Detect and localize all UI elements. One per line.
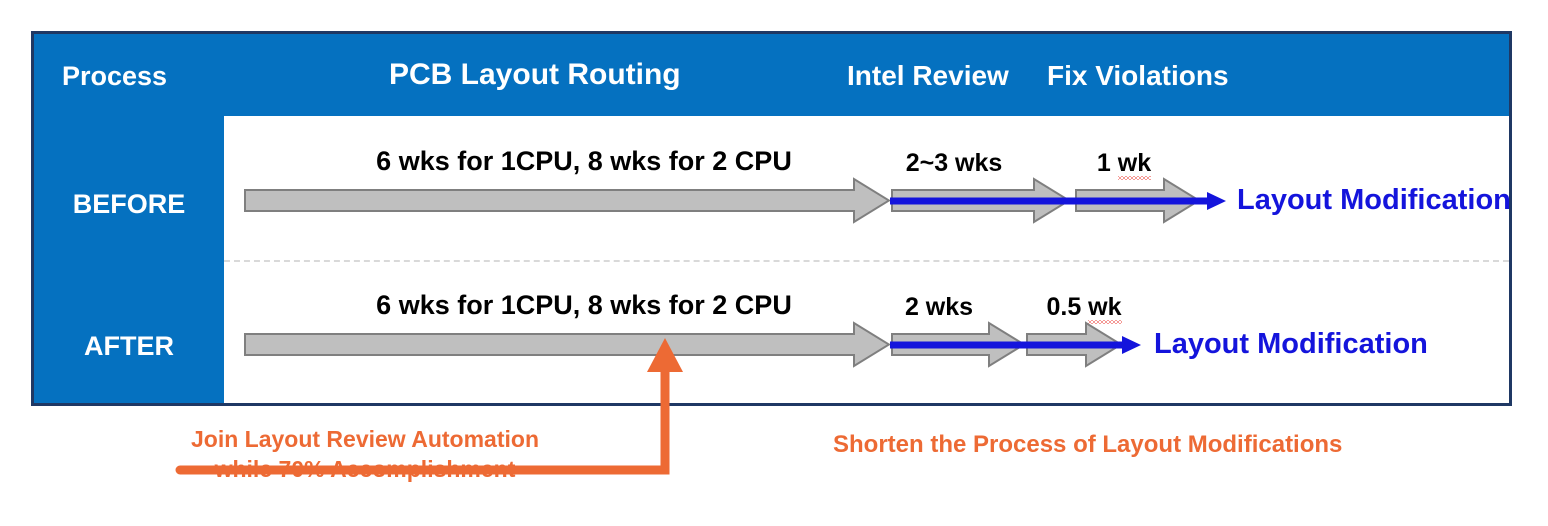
duration-before-fix-violations: 1 wk	[1054, 149, 1194, 180]
duration-before-fix-flagged-word: wk	[1117, 149, 1152, 180]
outcome-label-after: Layout Modification	[1154, 328, 1428, 360]
after-arrow-graphics	[244, 321, 1141, 368]
duration-before-fix-prefix: 1	[1096, 149, 1118, 177]
header-process-label: Process	[62, 61, 168, 91]
outcome-label-before: Layout Modification	[1237, 184, 1511, 216]
duration-after-intel-review: 2 wks	[904, 293, 974, 321]
callout-left: Join Layout Review Automation while 70% …	[140, 424, 590, 484]
diagram-header-band: Process PCB Layout Routing Intel Review …	[34, 34, 1509, 116]
process-comparison-diagram: Process PCB Layout Routing Intel Review …	[31, 31, 1512, 406]
arrow-before-pcb-layout-routing	[244, 177, 891, 224]
row-label-before: BEFORE	[72, 189, 186, 219]
callout-left-line1: Join Layout Review Automation	[190, 426, 539, 452]
duration-after-fix-prefix: 0.5	[1046, 293, 1089, 321]
row-divider	[224, 260, 1509, 262]
duration-before-pcb-layout-routing: 6 wks for 1CPU, 8 wks for 2 CPU	[376, 146, 792, 176]
flow-arrowhead-before	[1207, 192, 1226, 210]
arrow-after-pcb-layout-routing	[244, 321, 891, 368]
duration-after-fix-flagged-word: wk	[1088, 293, 1122, 324]
header-stage-intel-review: Intel Review	[847, 60, 1009, 91]
flow-arrowhead-after	[1122, 336, 1141, 354]
duration-before-intel-review: 2~3 wks	[905, 149, 1003, 177]
process-row-before: 6 wks for 1CPU, 8 wks for 2 CPU 2~3 wks …	[224, 116, 1511, 260]
header-stage-pcb-layout-routing: PCB Layout Routing	[389, 58, 681, 91]
process-row-after: 6 wks for 1CPU, 8 wks for 2 CPU 2 wks 0.…	[224, 260, 1509, 404]
duration-after-fix-violations: 0.5 wk	[1009, 293, 1159, 324]
duration-after-pcb-layout-routing: 6 wks for 1CPU, 8 wks for 2 CPU	[376, 290, 792, 320]
callout-right: Shorten the Process of Layout Modificati…	[833, 431, 1343, 458]
content-panel: 6 wks for 1CPU, 8 wks for 2 CPU 2~3 wks …	[224, 116, 1511, 404]
row-label-after: AFTER	[84, 331, 174, 361]
header-stage-fix-violations: Fix Violations	[1047, 60, 1229, 91]
before-arrow-graphics	[244, 177, 1226, 224]
callout-left-line2: while 70% Accomplishment	[214, 456, 516, 482]
